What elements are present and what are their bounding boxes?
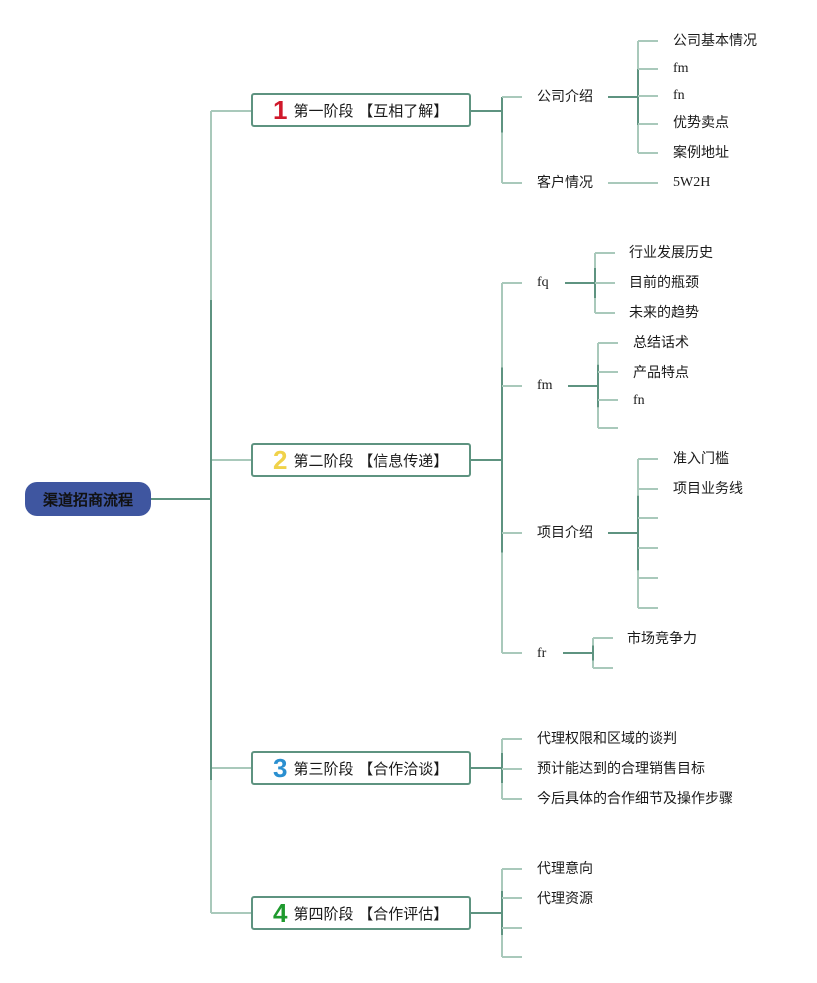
leaf-cooperation-details[interactable]: 今后具体的合作细节及操作步骤 [537, 791, 733, 807]
leaf-future-trend[interactable]: 未来的趋势 [629, 305, 699, 321]
leaf-fn[interactable]: fn [673, 88, 685, 103]
topic-fr[interactable]: fr [537, 646, 547, 661]
stage-4-number: 4 [273, 898, 288, 928]
stage-4-label: 第四阶段 【合作评估】 [293, 904, 449, 923]
leaf-product-features[interactable]: 产品特点 [633, 365, 689, 381]
root-label: 渠道招商流程 [42, 490, 133, 509]
leaf-5w2h[interactable]: 5W2H [673, 175, 711, 190]
leaf-agency-negotiation[interactable]: 代理权限和区域的谈判 [537, 731, 677, 747]
leaf-fn-2[interactable]: fn [633, 393, 645, 408]
topic-fq[interactable]: fq [537, 275, 549, 290]
stage-3-label: 第三阶段 【合作洽谈】 [293, 759, 449, 778]
stage-1-label: 第一阶段 【互相了解】 [293, 101, 449, 120]
leaf-agency-resources[interactable]: 代理资源 [537, 891, 593, 907]
topic-fm[interactable]: fm [537, 378, 553, 393]
leaf-business-lines[interactable]: 项目业务线 [673, 481, 743, 497]
leaf-company-basics[interactable]: 公司基本情况 [673, 33, 757, 49]
stage-2-node[interactable]: 2 第二阶段 【信息传递】 [251, 443, 471, 477]
stage-1-node[interactable]: 1 第一阶段 【互相了解】 [251, 93, 471, 127]
leaf-summary-script[interactable]: 总结话术 [633, 335, 689, 351]
topic-company-intro[interactable]: 公司介绍 [537, 89, 593, 105]
leaf-industry-history[interactable]: 行业发展历史 [629, 245, 713, 261]
leaf-agency-intent[interactable]: 代理意向 [537, 861, 593, 877]
topic-project-intro[interactable]: 项目介绍 [537, 525, 593, 541]
leaf-fm[interactable]: fm [673, 61, 689, 76]
leaf-current-bottleneck[interactable]: 目前的瓶颈 [629, 275, 699, 291]
stage-2-label: 第二阶段 【信息传递】 [293, 451, 449, 470]
stage-3-number: 3 [273, 753, 288, 783]
stage-3-node[interactable]: 3 第三阶段 【合作洽谈】 [251, 751, 471, 785]
leaf-advantages[interactable]: 优势卖点 [673, 115, 729, 131]
leaf-case-address[interactable]: 案例地址 [673, 145, 729, 161]
stage-1-number: 1 [273, 95, 288, 125]
topic-customer-info[interactable]: 客户情况 [537, 175, 593, 191]
stage-4-node[interactable]: 4 第四阶段 【合作评估】 [251, 896, 471, 930]
stage-2-number: 2 [273, 445, 288, 475]
leaf-entry-threshold[interactable]: 准入门槛 [673, 451, 729, 467]
leaf-market-competitiveness[interactable]: 市场竞争力 [627, 631, 697, 647]
leaf-sales-target[interactable]: 预计能达到的合理销售目标 [537, 761, 705, 777]
root-node[interactable]: 渠道招商流程 [25, 482, 151, 516]
